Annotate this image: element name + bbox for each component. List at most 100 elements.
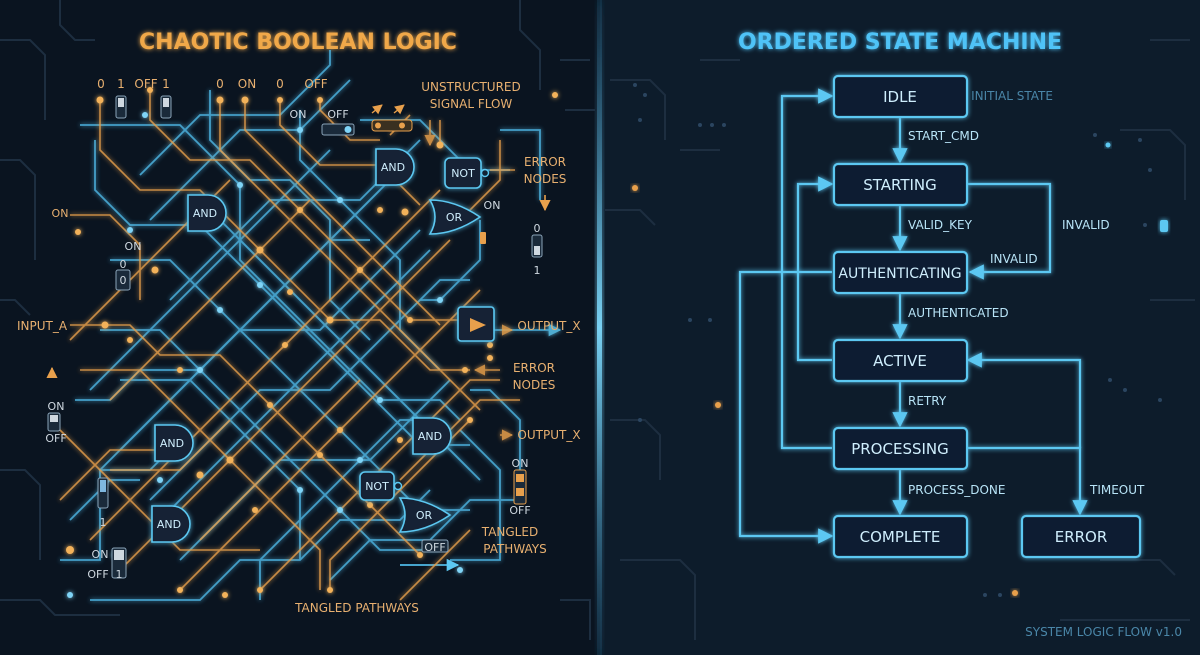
- toggle-switch[interactable]: [111, 547, 127, 579]
- top-switch-labels: 0 1 OFF 1 0 ON 0 OFF: [97, 77, 328, 91]
- toggle-switch[interactable]: [421, 539, 449, 553]
- switch-text: 0: [120, 258, 127, 271]
- toggle-switch[interactable]: [321, 123, 355, 136]
- switch-text: 0: [120, 274, 127, 287]
- switch-texts: ON OFF ON ON ON 0 0 ON OFF 1 ON OFF 1 OF…: [45, 108, 540, 581]
- toggle-switch[interactable]: [47, 412, 61, 432]
- left-title: CHAOTIC BOOLEAN LOGIC: [139, 30, 457, 55]
- switch-text: 1: [100, 516, 107, 529]
- state-label: ACTIVE: [873, 352, 927, 370]
- toggle-switch[interactable]: [371, 119, 413, 132]
- transition-label: AUTHENTICATED: [908, 306, 1009, 320]
- callout-unstructured: SIGNAL FLOW: [430, 97, 513, 111]
- orange-nodes: [66, 87, 558, 598]
- toggle-switch[interactable]: [160, 95, 172, 119]
- panel-divider: [597, 0, 602, 655]
- state-label: STARTING: [863, 176, 937, 194]
- decor-orange-dot: [715, 402, 721, 408]
- callout-tangled: TANGLED: [481, 525, 538, 539]
- switch-text: 0: [534, 222, 541, 235]
- blue-nodes: [67, 112, 463, 598]
- state-processing[interactable]: PROCESSING: [832, 426, 969, 471]
- gate-or-1: OR: [428, 199, 482, 235]
- callout-tangled: PATHWAYS: [483, 542, 547, 556]
- state-idle[interactable]: IDLE: [832, 74, 969, 119]
- background-dots: [633, 83, 1162, 597]
- transition-arrows: [738, 88, 1088, 544]
- state-authenticating[interactable]: AUTHENTICATING: [832, 250, 969, 295]
- switch-text: OFF: [424, 541, 445, 554]
- decor-blue-dot: [1105, 142, 1111, 148]
- state-error[interactable]: ERROR: [1020, 514, 1142, 559]
- transition-label: INVALID: [1062, 218, 1110, 232]
- gate-not-2: NOT: [359, 471, 403, 501]
- state-complete[interactable]: COMPLETE: [832, 514, 969, 559]
- transition-auth-complete: [738, 270, 834, 544]
- transition-label: TIMEOUT: [1089, 483, 1145, 497]
- flow-arrow: [393, 104, 405, 115]
- transition-label: INVALID: [990, 252, 1038, 266]
- transition-active-starting: [796, 176, 834, 362]
- toggle-switch[interactable]: [115, 269, 131, 291]
- gate-label: OR: [416, 509, 433, 522]
- gate-and-2: AND: [375, 148, 415, 186]
- buffer-icon: [457, 306, 495, 342]
- callout-error-nodes: NODES: [524, 172, 567, 186]
- callout-error-nodes: ERROR: [513, 361, 555, 375]
- transition-label: START_CMD: [908, 129, 979, 143]
- gate-and-4: AND: [412, 417, 452, 455]
- gate-label: AND: [193, 207, 217, 220]
- left-callouts: UNSTRUCTURED SIGNAL FLOW ERROR NODES ERR…: [17, 80, 581, 615]
- switch-text: ON: [290, 108, 307, 121]
- switch-label: 1: [117, 77, 125, 91]
- toggle-switch[interactable]: [97, 477, 109, 509]
- switch-text: ON: [125, 240, 142, 253]
- gate-label: OR: [446, 211, 463, 224]
- transition-label: VALID_KEY: [908, 218, 973, 232]
- switch-label: 0: [216, 77, 224, 91]
- callout-error-nodes: ERROR: [524, 155, 566, 169]
- gate-or-2: OR: [398, 497, 452, 533]
- callout-unstructured: UNSTRUCTURED: [421, 80, 520, 94]
- gate-and-5: AND: [151, 505, 191, 543]
- gate-not-1: NOT: [444, 157, 490, 189]
- state-starting[interactable]: STARTING: [832, 162, 969, 207]
- state-label: COMPLETE: [860, 528, 941, 546]
- toggle-switch[interactable]: [115, 95, 127, 119]
- gate-label: NOT: [365, 480, 389, 493]
- state-label: PROCESSING: [851, 440, 949, 458]
- gate-label: AND: [381, 161, 405, 174]
- gate-and-3: AND: [154, 424, 194, 462]
- switch-text: ON: [48, 400, 65, 413]
- initial-state-label: INITIAL STATE: [971, 89, 1053, 103]
- state-label: IDLE: [883, 88, 917, 106]
- state-active[interactable]: ACTIVE: [832, 338, 969, 383]
- callout-error-nodes: NODES: [513, 378, 556, 392]
- switch-label: 0: [276, 77, 284, 91]
- transition-error-return: [966, 352, 1082, 448]
- switch-label: OFF: [304, 77, 327, 91]
- switch-text: ON: [92, 548, 109, 561]
- state-label: ERROR: [1055, 528, 1108, 546]
- transition-label: RETRY: [908, 394, 947, 408]
- switch-text: OFF: [327, 108, 348, 121]
- gate-label: AND: [418, 430, 442, 443]
- gate-label: AND: [160, 437, 184, 450]
- switch-text: 1: [116, 568, 123, 581]
- input-a-label: INPUT_A: [17, 319, 68, 333]
- toggle-switch[interactable]: [513, 469, 527, 505]
- switch-label: OFF: [134, 77, 157, 91]
- switch-label: ON: [238, 77, 256, 91]
- switch-label: 0: [97, 77, 105, 91]
- output-x-label: OUTPUT_X: [517, 428, 580, 442]
- switch-text: OFF: [87, 568, 108, 581]
- toggle-switch[interactable]: [480, 232, 486, 244]
- output-x-label: OUTPUT_X: [517, 319, 580, 333]
- toggle-switch[interactable]: [531, 234, 543, 258]
- switch-text: OFF: [509, 504, 530, 517]
- gate-label: AND: [157, 518, 181, 531]
- transition-labels: INITIAL STATE START_CMD VALID_KEY INVALI…: [908, 89, 1145, 497]
- background-traces: [0, 0, 1195, 640]
